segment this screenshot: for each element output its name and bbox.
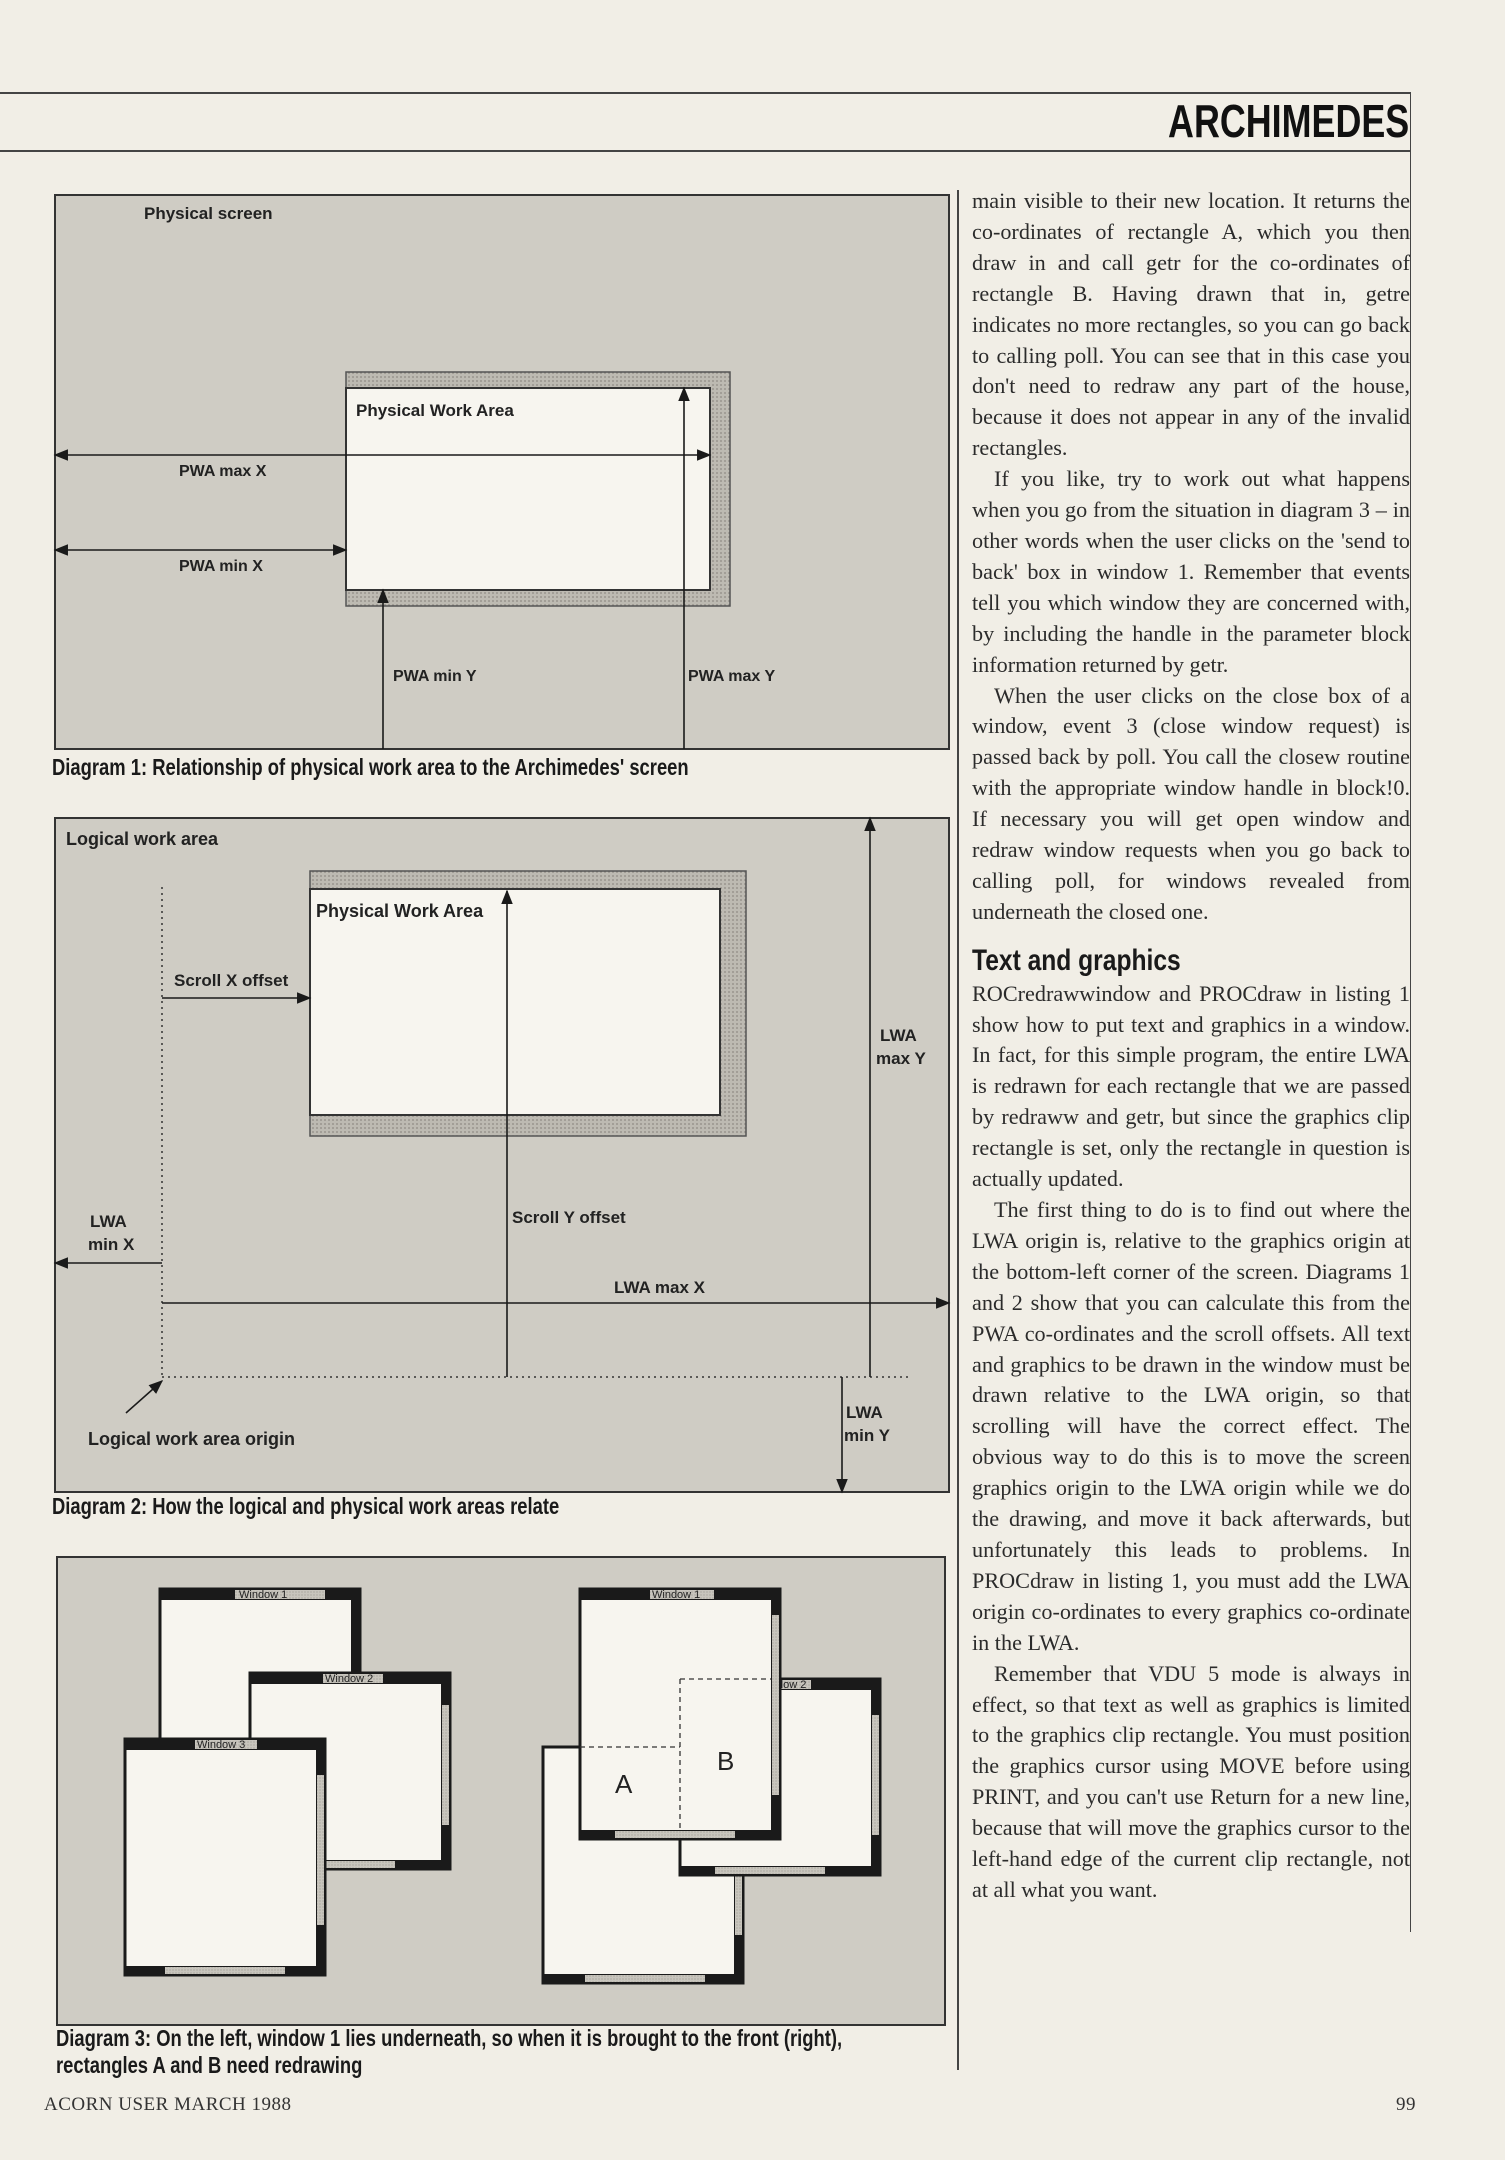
header-bottom-rule (0, 150, 1410, 152)
paragraph-4: ROCredrawwindow and PROCdraw in listing … (972, 980, 1410, 1192)
pwa-max-x-label: PWA max X (179, 463, 267, 480)
right-window-1-title: Window 1 (652, 1589, 700, 1601)
paragraph-6: Remember that VDU 5 mode is always in ef… (972, 1660, 1410, 1902)
right-window-2-title: dow 2 (777, 1679, 806, 1691)
diagram-2: Logical work area Physical Work Area Scr… (53, 816, 951, 1494)
lwa-origin-label: Logical work area origin (88, 1429, 295, 1449)
footer-publication: ACORN USER MARCH 1988 (44, 2094, 292, 2115)
left-window-2-title: Window 2 (325, 1673, 373, 1685)
lwa-min-y-label-2: min Y (844, 1426, 891, 1445)
physical-screen-label: Physical screen (144, 204, 273, 223)
pwa-min-x-label: PWA min X (179, 558, 263, 575)
origin-pointer-arrow (125, 1380, 164, 1414)
pwa-box (345, 387, 711, 591)
lwa-max-y-label-2: max Y (876, 1049, 926, 1068)
left-window-1-title: Window 1 (239, 1589, 287, 1601)
lwa-min-x-label-1: LWA (90, 1212, 127, 1231)
lwa-min-x-label-2: min X (88, 1235, 135, 1254)
pwa-max-y-label: PWA max Y (688, 668, 775, 685)
diagram-2-caption: Diagram 2: How the logical and physical … (52, 1493, 560, 1519)
diagram-1-caption: Diagram 1: Relationship of physical work… (52, 754, 689, 780)
diagram-1: Physical screen Physical Work Area PWA m… (53, 194, 950, 750)
column-divider (957, 190, 959, 2070)
diagram-3: Window 1 Window 2 Window 3 dow 2 (56, 1556, 946, 2026)
section-title: ARCHIMEDES (1167, 95, 1409, 147)
logical-work-area-label: Logical work area (66, 829, 219, 849)
diagram-3-caption-line-2: rectangles A and B need redrawing (56, 2052, 363, 2078)
pwa-label: Physical Work Area (356, 401, 514, 420)
pwa-min-y-label: PWA min Y (393, 668, 477, 685)
pwa2-box (309, 888, 721, 1116)
pwa2-label: Physical Work Area (316, 901, 484, 921)
page-number: 99 (1396, 2094, 1416, 2115)
left-window-3: Window 3 (123, 1737, 327, 1977)
scroll-x-offset-label: Scroll X offset (174, 971, 289, 990)
scroll-y-offset-label: Scroll Y offset (512, 1208, 626, 1227)
paragraph-3: When the user clicks on the close box of… (972, 682, 1410, 924)
left-window-3-title: Window 3 (197, 1739, 245, 1751)
header-top-rule (0, 92, 1410, 94)
article-column: main visible to their new location. It r… (972, 186, 1410, 1906)
rect-b-label: B (717, 1746, 734, 1776)
lwa-max-x-label: LWA max X (614, 1278, 706, 1297)
paragraph-5: The first thing to do is to find out whe… (972, 1197, 1410, 1655)
right-window-1: Window 1 (578, 1587, 782, 1841)
diagram-3-caption-line-1: Diagram 3: On the left, window 1 lies un… (56, 2025, 843, 2051)
section-heading: Text and graphics (972, 943, 1181, 977)
paragraph-1: main visible to their new location. It r… (972, 188, 1410, 461)
lwa-max-y-label-1: LWA (880, 1026, 917, 1045)
right-edge-rule (1410, 92, 1411, 1932)
rect-a-label: A (615, 1769, 633, 1799)
paragraph-2: If you like, try to work out what happen… (972, 466, 1410, 677)
lwa-min-y-label-1: LWA (846, 1403, 883, 1422)
